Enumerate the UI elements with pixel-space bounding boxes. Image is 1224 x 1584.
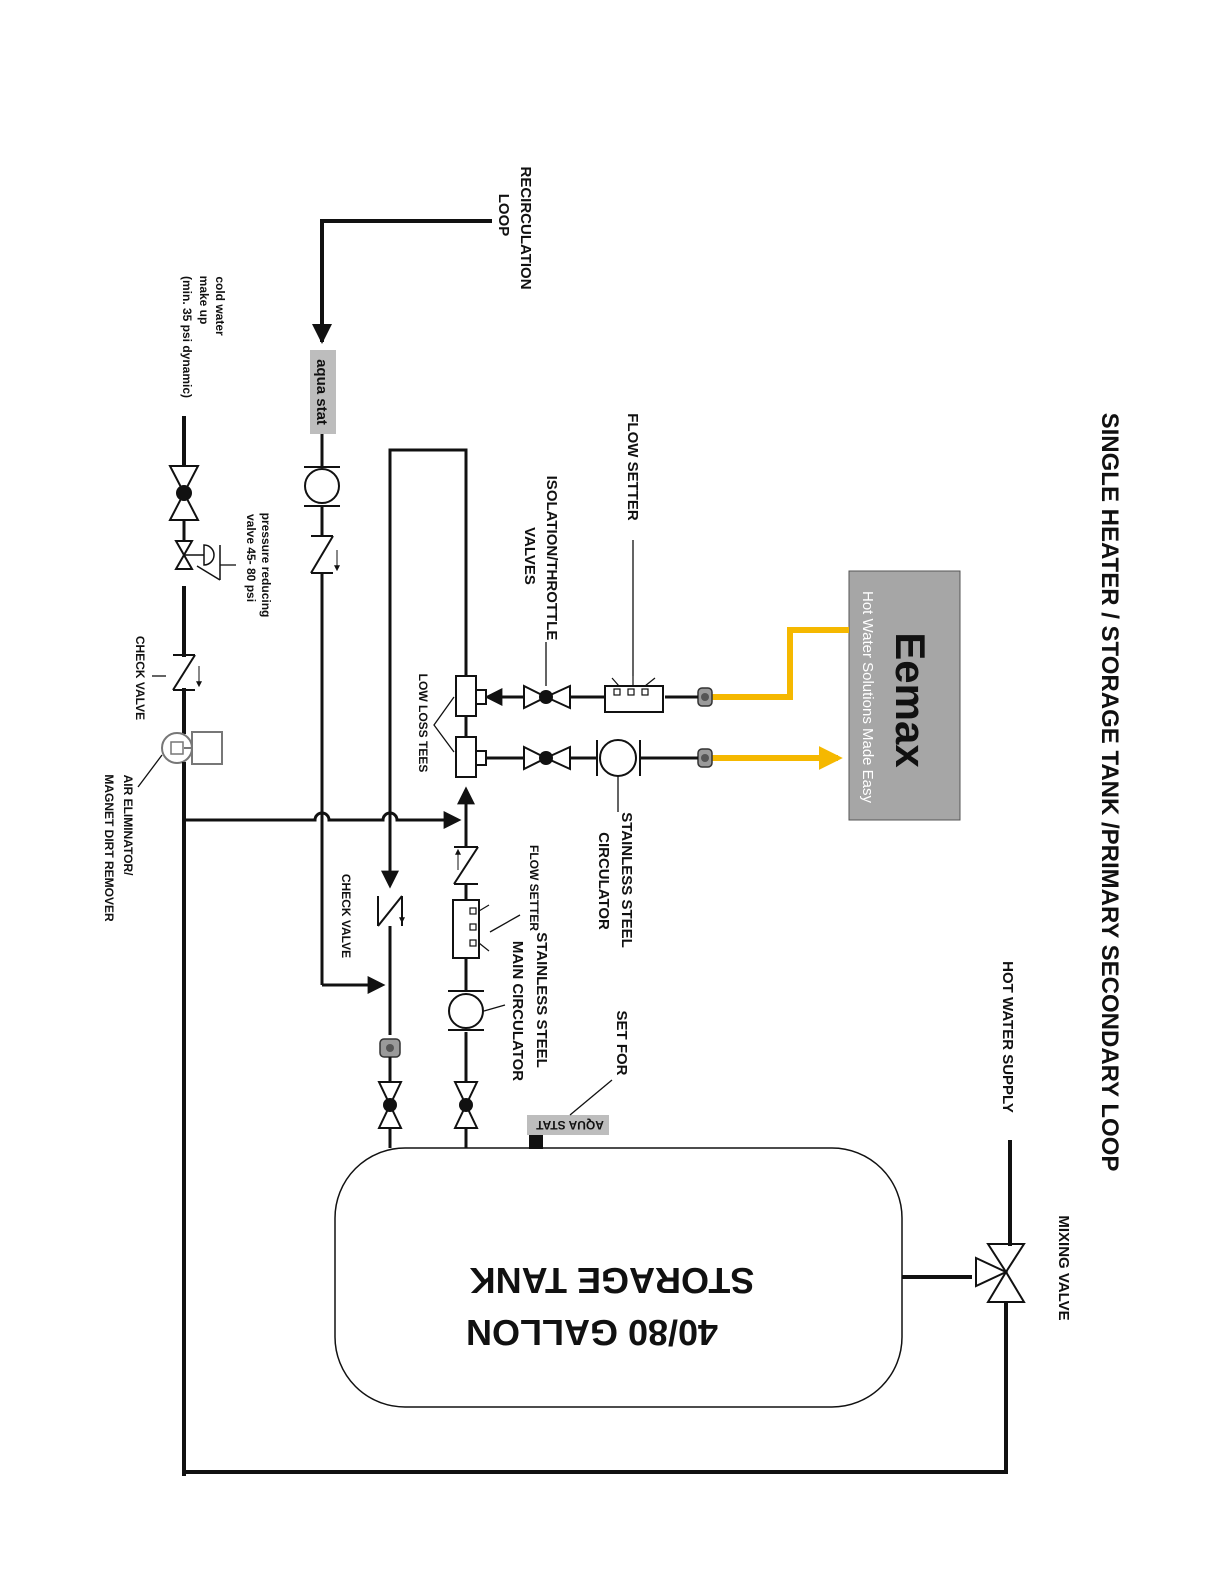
heater-brand: Eemax: [887, 632, 934, 768]
low-loss-tee-icon: [455, 675, 487, 717]
label-main-circ-1: STAINLESS STEEL: [533, 932, 550, 1068]
isolation-valve-icon[interactable]: [523, 684, 571, 710]
label-check-valve-left: CHECK VALVE: [133, 636, 147, 720]
label-ss-circulator-1: STAINLESS STEEL: [618, 812, 635, 948]
diagram-title: SINGLE HEATER / STORAGE TANK /PRIMARY SE…: [1096, 413, 1123, 1172]
aqua-stat-upper-box: [310, 350, 336, 434]
aqua-stat-tank-box: [527, 1115, 609, 1135]
label-check-valve-mid: CHECK VALVE: [339, 874, 353, 958]
label-mixing-valve: MIXING VALVE: [1055, 1215, 1072, 1320]
heater-box: [848, 570, 961, 821]
tank-label-line2: 40/80 GALLON: [466, 1312, 718, 1353]
label-isolation-1: ISOLATION/THROTTLE: [543, 476, 560, 641]
check-valve-icon: [453, 846, 479, 885]
union-icon: [697, 687, 713, 707]
isolation-valve-icon[interactable]: [453, 1081, 479, 1129]
label-low-loss-tees: LOW LOSS TEES: [416, 674, 430, 773]
check-valve-icon: [377, 895, 405, 927]
label-main-circ-2: MAIN CIRCULATOR: [509, 941, 526, 1081]
air-eliminator-icon: [161, 731, 223, 765]
check-valve-icon: [310, 535, 340, 574]
low-loss-tee-icon: [455, 736, 487, 778]
label-recirculation-1: RECIRCULATION: [517, 166, 534, 289]
recirc-circulator-icon: [304, 466, 340, 507]
secondary-return-pipe: [388, 448, 468, 880]
label-hot-water-supply: HOT WATER SUPPLY: [999, 961, 1016, 1113]
label-flow-setter-top: FLOW SETTER: [624, 413, 641, 521]
heater-unit: Eemax Hot Water Solutions Made Easy: [848, 570, 961, 821]
pressure-reducing-valve-icon[interactable]: [174, 540, 221, 581]
makeup-branch-pipe: [184, 811, 462, 829]
heater-tagline: Hot Water Solutions Made Easy: [859, 591, 876, 804]
flow-setter-icon: [452, 899, 490, 959]
label-recirculation-2: LOOP: [495, 194, 512, 237]
union-icon: [697, 748, 713, 768]
check-valve-icon: [172, 654, 202, 691]
isolation-valve-icon[interactable]: [523, 745, 571, 771]
label-cold-water-1: cold water: [213, 276, 227, 336]
isolation-valve-icon[interactable]: [377, 1081, 403, 1129]
aqua-stat-sensor: [529, 1135, 543, 1149]
storage-tank: [334, 1147, 903, 1408]
label-cold-water-2: make up: [197, 276, 211, 325]
label-cold-water-3: (min. 35 psi dynamic): [180, 276, 194, 398]
label-air-eliminator-1: AIR ELIMINATOR/: [121, 775, 135, 877]
heater-outlet-pipe: [712, 627, 849, 700]
label-flow-setter-mid: FLOW SETTER: [527, 845, 541, 931]
aqua-stat-upper-label: aqua stat: [313, 359, 330, 425]
label-ss-circulator-2: CIRCULATOR: [595, 832, 612, 930]
label-prv-2: valve 45- 80 psi: [244, 514, 258, 602]
secondary-circulator-icon: [596, 739, 641, 777]
mixing-valve-icon[interactable]: [975, 1243, 1026, 1303]
union-icon: [379, 1038, 401, 1058]
cold-shutoff-valve-icon[interactable]: [168, 465, 200, 521]
main-circulator-icon: [448, 990, 484, 1031]
recirculation-pipe: [312, 219, 492, 344]
label-air-eliminator-2: MAGNET DIRT REMOVER: [102, 774, 116, 922]
flow-setter-icon: [604, 676, 664, 713]
label-prv-1: pressure reducing: [259, 513, 273, 618]
label-set-for: SET FOR: [613, 1010, 630, 1075]
tank-label-line1: STORAGE TANK: [470, 1260, 755, 1301]
label-isolation-2: VALVES: [521, 527, 538, 585]
aqua-stat-tank-label: AQUA STAT: [535, 1118, 603, 1132]
